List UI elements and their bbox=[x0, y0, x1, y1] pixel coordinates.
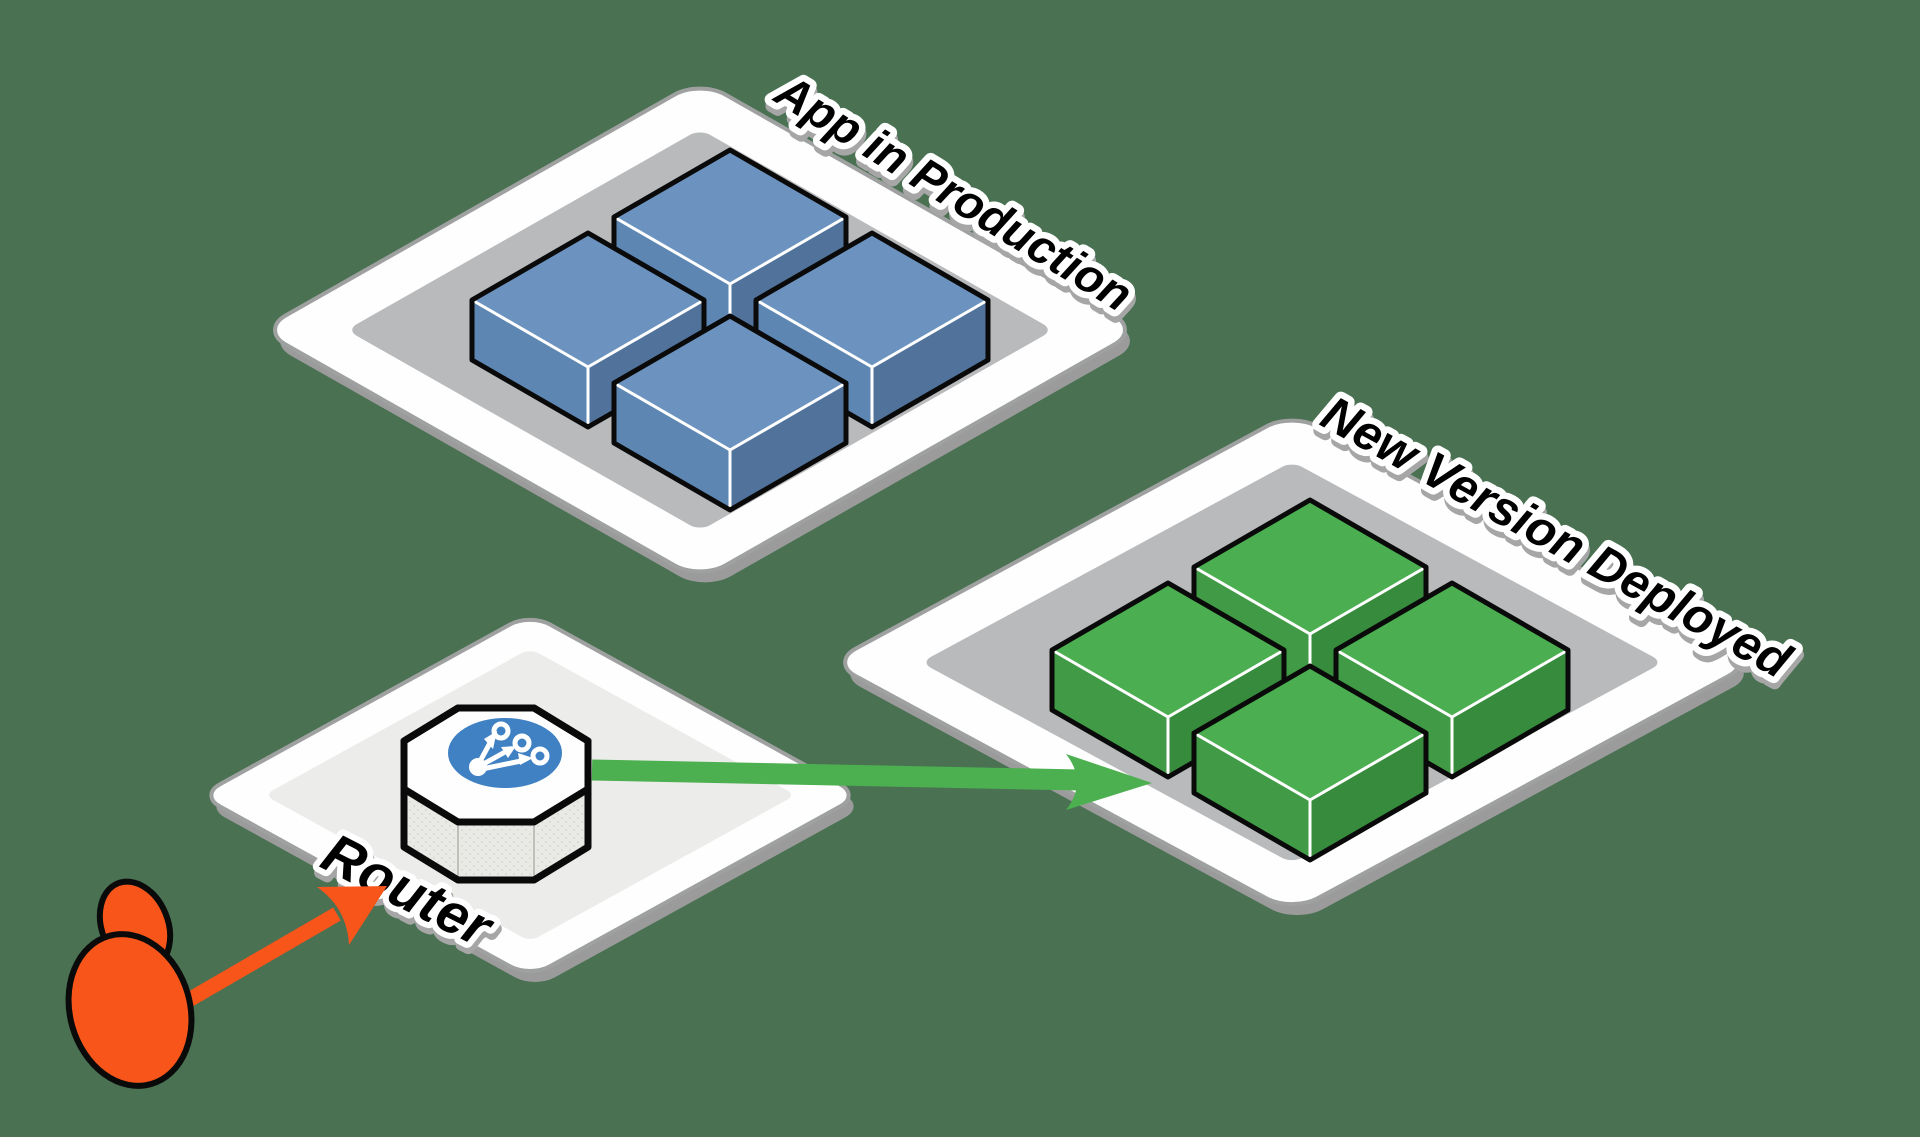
router-node bbox=[400, 704, 592, 884]
orange-arrow-icon bbox=[171, 886, 387, 1015]
production-instance-cube-south bbox=[611, 313, 849, 513]
route-split-icon bbox=[448, 718, 562, 788]
production-platform: App in Production App in Production bbox=[260, 56, 1149, 583]
user-icon bbox=[65, 878, 195, 1089]
new-version-platform: New Version Deployed New Version Deploye… bbox=[830, 380, 1808, 916]
user-body bbox=[65, 931, 195, 1089]
router-node-sides bbox=[404, 789, 588, 880]
green-arrow-icon bbox=[591, 754, 1152, 810]
new-version-instance-cube-south bbox=[1191, 663, 1429, 863]
